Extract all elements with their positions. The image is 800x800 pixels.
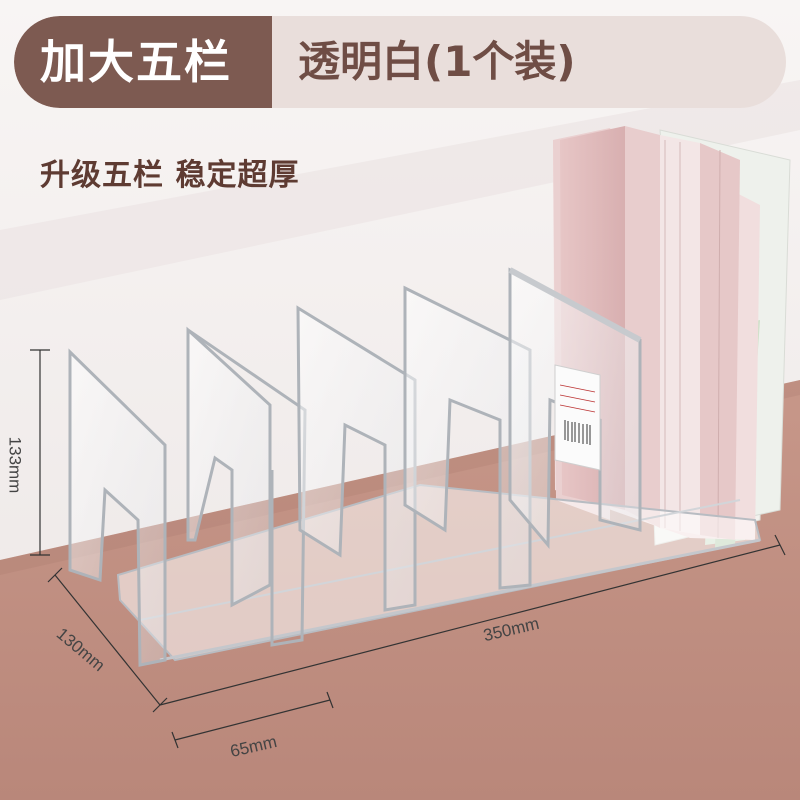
banner-left-label: 加大五栏: [40, 35, 232, 89]
title-banner: 加大五栏 透明白(1个装): [14, 16, 786, 108]
barcode-sticker: [554, 364, 601, 471]
divider-1: [68, 348, 167, 667]
height-dimension-label: 133mm: [5, 436, 25, 494]
banner-accent: 加大五栏: [14, 16, 272, 108]
feature-subtitle: 升级五栏 稳定超厚: [40, 158, 300, 193]
divider-2: [186, 326, 307, 647]
banner-right-label: 透明白(1个装): [298, 37, 576, 86]
